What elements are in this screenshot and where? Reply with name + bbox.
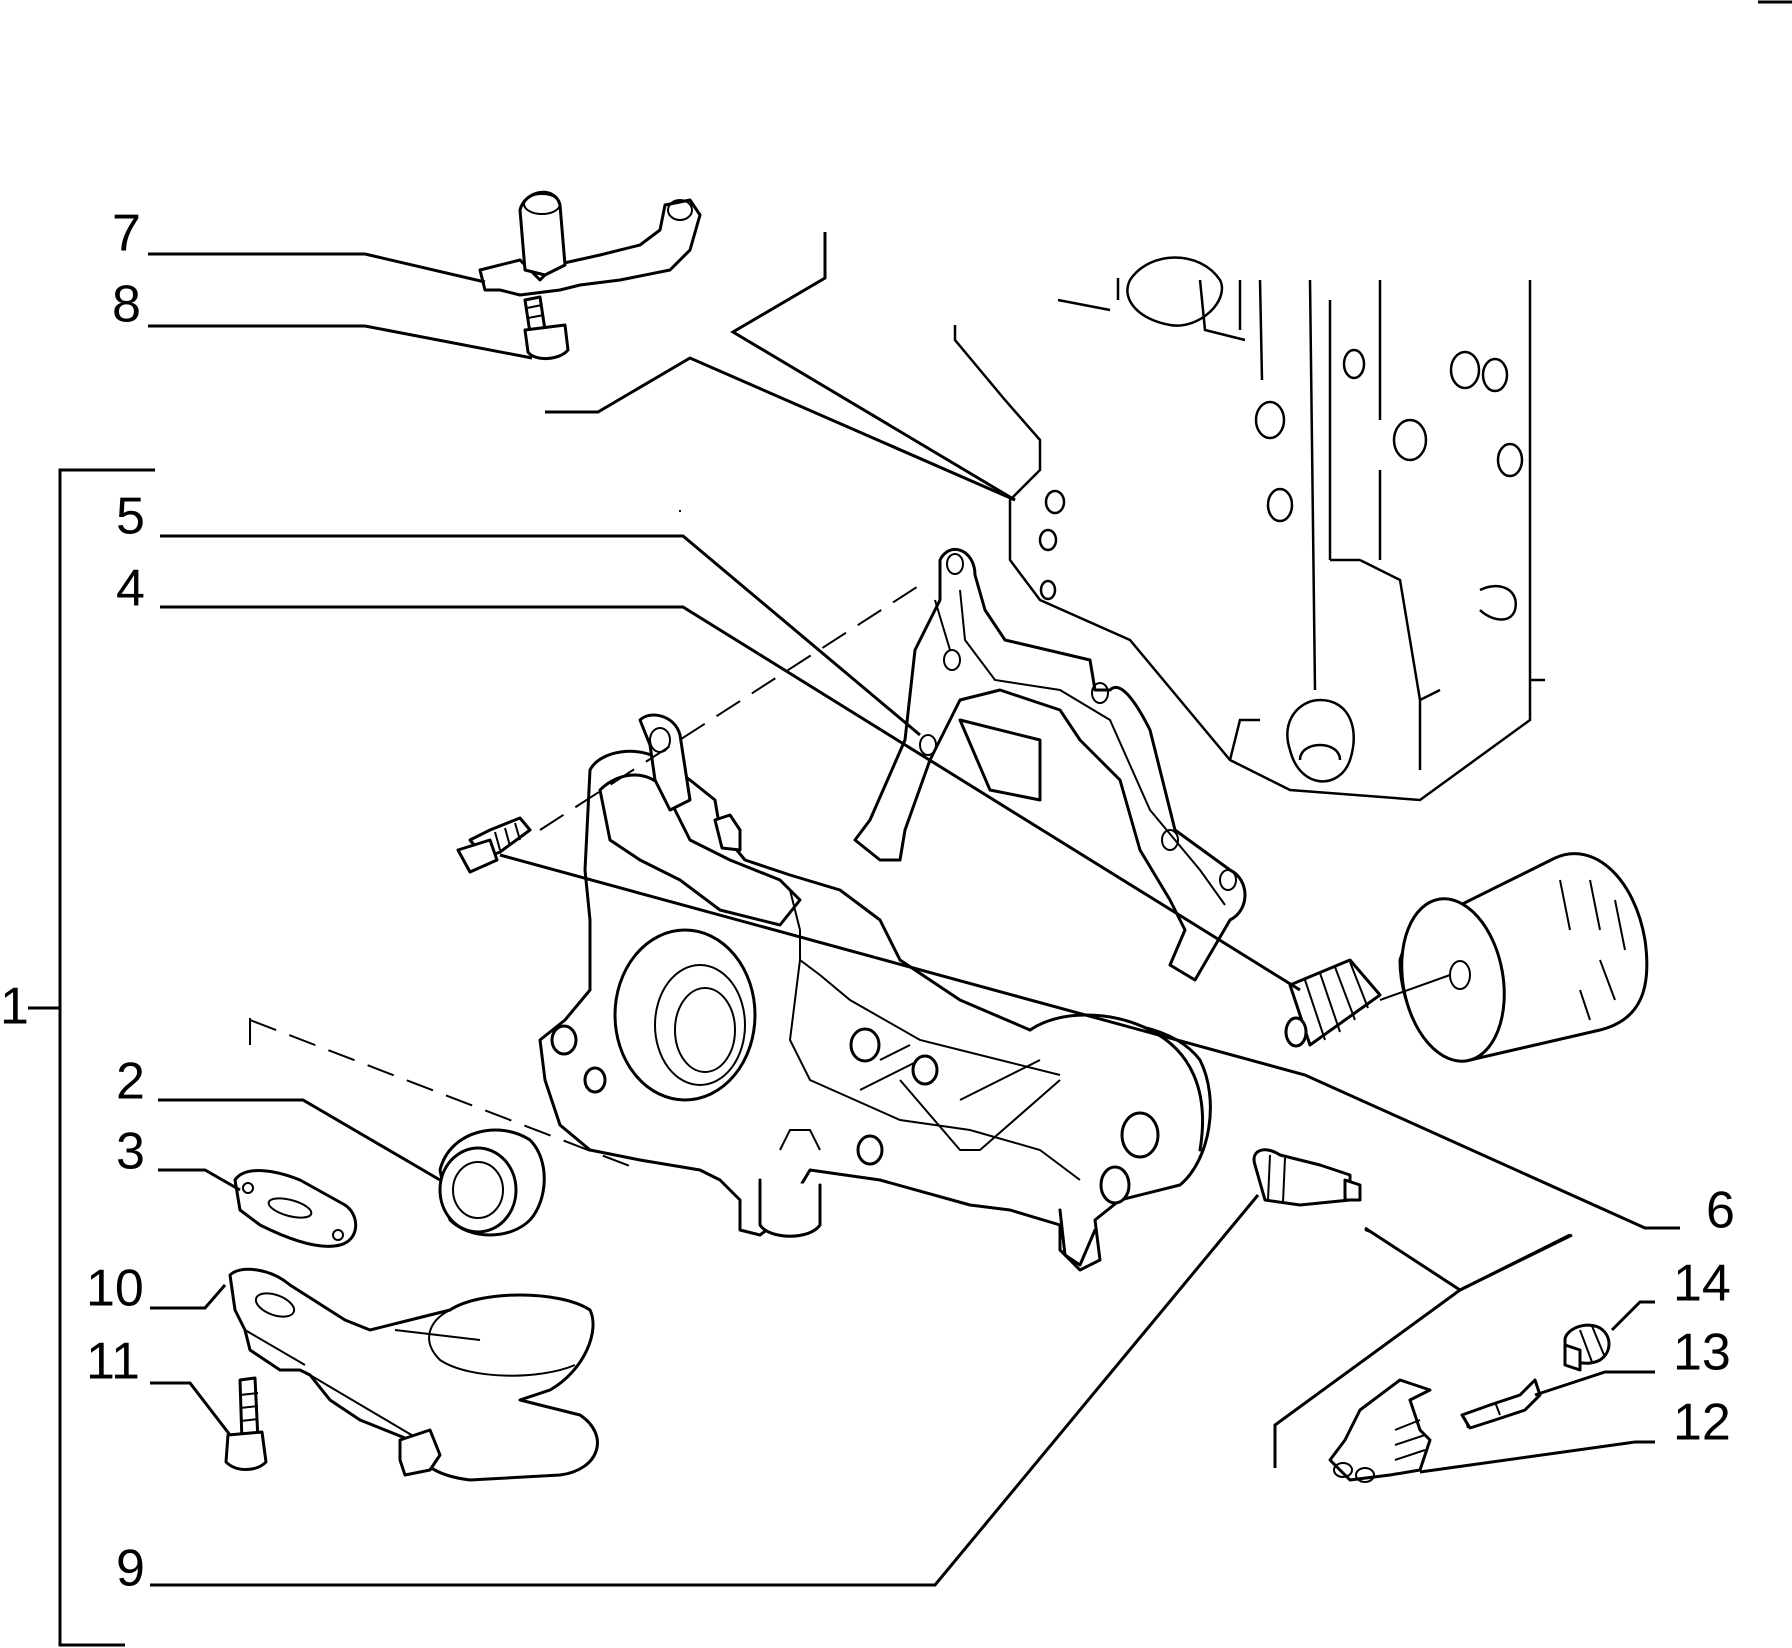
callout-labels: 1 2 3 4 5 6 7 8 9 10 11 12 13 14 [0, 205, 1735, 1598]
leader-lines [28, 232, 1680, 1647]
oil-seal [438, 1128, 546, 1237]
pump-bolt [456, 816, 532, 874]
callout-9: 9 [116, 1540, 145, 1598]
engine-block [953, 256, 1545, 802]
callout-13: 13 [1673, 1324, 1731, 1382]
oil-pump-body [538, 713, 1212, 1272]
terminal-pin [1460, 1378, 1542, 1430]
callout-4: 4 [116, 560, 145, 618]
flange-gasket [233, 1169, 358, 1248]
oil-pipe-fitting [478, 190, 702, 297]
threaded-nipple [1284, 958, 1451, 1048]
callout-7: 7 [112, 205, 141, 263]
pump-gasket [853, 547, 1247, 982]
callout-1: 1 [0, 978, 29, 1036]
oil-filter [1398, 852, 1649, 1063]
seal-plug [1563, 1323, 1611, 1372]
callout-3: 3 [116, 1123, 145, 1181]
strainer-bolt [224, 1376, 268, 1471]
callout-11: 11 [86, 1333, 140, 1391]
callout-8: 8 [112, 276, 141, 334]
callout-5: 5 [116, 488, 145, 546]
callout-10: 10 [86, 1260, 144, 1318]
callout-2: 2 [116, 1053, 145, 1111]
electrical-connector [1328, 1378, 1432, 1483]
callout-14: 14 [1673, 1255, 1731, 1313]
oil-strainer [228, 1267, 599, 1482]
callout-6: 6 [1706, 1182, 1735, 1240]
callout-12: 12 [1673, 1394, 1731, 1452]
fitting-bolt [523, 295, 570, 360]
oil-pressure-switch [1252, 1148, 1362, 1207]
